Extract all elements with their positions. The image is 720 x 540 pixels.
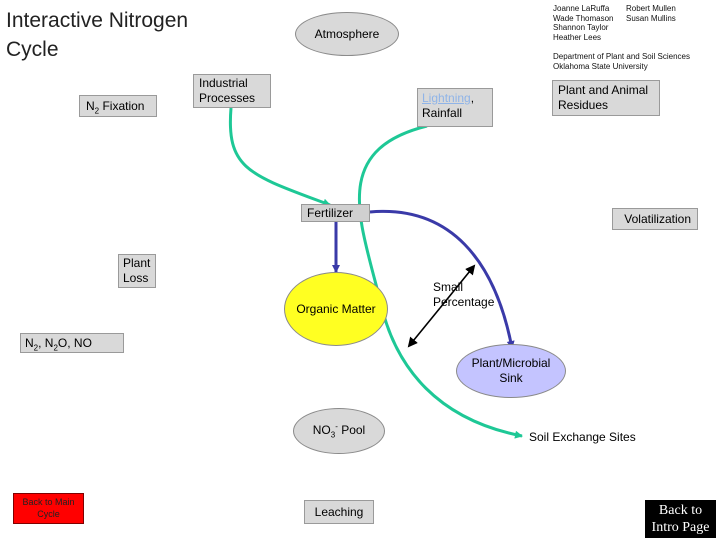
author-name: Heather Lees	[553, 32, 602, 42]
credits-authors-col2: Robert Mullen Susan Mullins	[626, 4, 676, 23]
volatilization-box[interactable]: Volatilization	[612, 208, 698, 230]
nitrate-label-sub: 3	[330, 430, 336, 440]
small-percentage-line2: Percentage	[433, 295, 495, 309]
plant-loss-box[interactable]: Plant Loss	[118, 254, 156, 288]
n2-fixation-label-sub: 2	[94, 106, 100, 116]
gas-label-part: O, NO	[57, 336, 92, 350]
rainfall-label: Rainfall	[422, 106, 463, 120]
author-name: Robert Mullen	[626, 4, 676, 13]
industrial-label-line2: Processes	[199, 91, 256, 105]
gas-label-part: , N	[38, 336, 54, 350]
gaseous-losses-box[interactable]: N2, N2O, NO	[20, 333, 124, 353]
sink-label-line2: Sink	[499, 371, 523, 385]
organic-matter-node[interactable]: Organic Matter	[284, 272, 388, 346]
nitrate-label-text: Pool	[337, 423, 366, 438]
lightning-rainfall-box[interactable]: Lightning, Rainfall	[417, 88, 493, 127]
back-main-label-line2: Cycle	[37, 509, 60, 519]
residues-label-line1: Plant and Animal	[558, 83, 649, 97]
page-title: Interactive Nitrogen Cycle	[6, 6, 188, 64]
fertilizer-label: Fertilizer	[307, 206, 354, 220]
small-percentage-label: Small Percentage	[433, 280, 494, 310]
lightning-separator: ,	[470, 91, 475, 105]
residues-label-line2: Residues	[558, 98, 609, 112]
fertilizer-box[interactable]: Fertilizer	[301, 204, 370, 222]
arrow-fertilizer-to-plant-microbial	[369, 209, 515, 349]
back-main-label-line1: Back to Main	[22, 497, 75, 507]
organic-matter-label: Organic Matter	[296, 301, 376, 316]
sink-label-line1: Plant/Microbial	[471, 356, 551, 370]
back-to-main-cycle-button[interactable]: Back to Main Cycle	[13, 493, 84, 524]
back-intro-label-line1: Back to	[658, 503, 703, 518]
nitrate-pool-node[interactable]: NO3- Pool	[293, 408, 385, 454]
n2-fixation-label-n: N	[86, 99, 95, 113]
nitrate-pool-label: NO3- Pool	[313, 419, 365, 442]
gas-label-sub: 2	[33, 343, 39, 353]
university-name: Oklahoma State University	[553, 61, 648, 71]
soil-exchange-sites-label[interactable]: Soil Exchange Sites	[529, 430, 636, 445]
atmosphere-label: Atmosphere	[314, 26, 380, 41]
author-name: Susan Mullins	[626, 13, 676, 23]
n2-fixation-box[interactable]: N2 Fixation	[79, 95, 157, 117]
gas-label-part: N	[25, 336, 34, 350]
author-name: Joanne LaRuffa	[553, 4, 610, 13]
arrow-small-percentage-down	[407, 307, 441, 348]
leaching-box[interactable]: Leaching	[304, 500, 374, 524]
lightning-link[interactable]: Lightning	[422, 91, 471, 105]
back-to-intro-page-button[interactable]: Back to Intro Page	[645, 500, 716, 538]
title-line-2: Cycle	[6, 38, 59, 61]
atmosphere-node[interactable]: Atmosphere	[295, 12, 399, 56]
author-name: Wade Thomason	[553, 13, 614, 23]
plant-loss-label-line2: Loss	[123, 271, 149, 285]
industrial-label-line1: Industrial	[199, 76, 248, 90]
industrial-processes-box[interactable]: Industrial Processes	[193, 74, 271, 108]
arrow-small-percentage-up	[439, 264, 476, 309]
plant-animal-residues-box[interactable]: Plant and Animal Residues	[552, 80, 660, 116]
department-name: Department of Plant and Soil Sciences	[553, 52, 690, 61]
plant-microbial-sink-node[interactable]: Plant/Microbial Sink	[456, 344, 566, 398]
gas-label-sub: 2	[53, 343, 58, 353]
title-line-1: Interactive Nitrogen	[6, 9, 189, 32]
volatilization-label: Volatilization	[624, 212, 691, 226]
credits-department: Department of Plant and Soil Sciences Ok…	[553, 52, 690, 71]
nitrate-label-sup: -	[335, 422, 338, 432]
nitrate-label-no: NO	[312, 423, 331, 438]
plant-loss-label-line1: Plant	[123, 256, 151, 270]
author-name: Shannon Taylor	[553, 23, 609, 32]
small-percentage-line1: Small	[433, 280, 464, 294]
leaching-label: Leaching	[314, 505, 364, 519]
soil-exchange-text: Soil Exchange Sites	[529, 430, 636, 444]
credits-authors-col1: Joanne LaRuffa Wade Thomason Shannon Tay…	[553, 4, 613, 42]
back-intro-label-line2: Intro Page	[651, 520, 710, 535]
n2-fixation-label-text: Fixation	[99, 99, 145, 113]
arrow-industrial-to-fertilizer	[228, 107, 331, 207]
